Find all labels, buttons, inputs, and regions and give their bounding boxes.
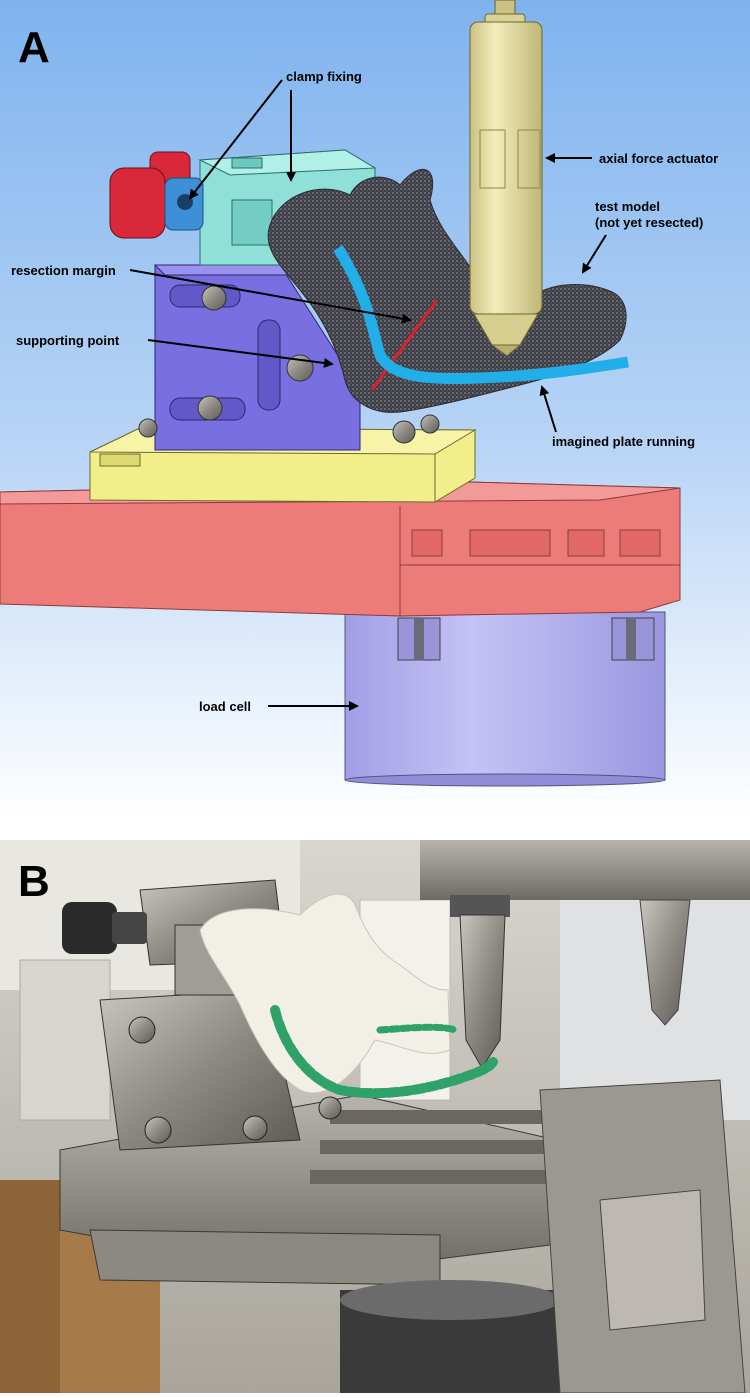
screw-head [197,395,223,421]
label-load-cell: load cell [199,699,251,714]
panel-b-photo [0,840,750,1394]
panel-divider [0,820,750,840]
label-resection-margin: resection margin [11,263,116,278]
imagined-plate-band [333,245,629,385]
label-test-model-line1: test model [595,199,660,214]
label-test-model-line2: (not yet resected) [595,215,703,230]
panel-letter-b: B [18,857,50,906]
panel-letter-a: A [18,23,50,72]
arrow-supporting-point [147,339,334,368]
arrow-resection-margin [129,269,412,324]
load-cell-body [344,611,666,787]
arrow-test-model [581,234,607,274]
table-plate [0,481,681,617]
label-clamp-fixing: clamp fixing [286,69,362,84]
support-block [138,264,440,451]
resection-margin-line [370,299,439,391]
label-supporting-point: supporting point [16,333,120,348]
panel-a: A clamp fixing axial force actuator test… [0,0,750,820]
clamp-knob [109,151,204,239]
axial-force-actuator [469,0,543,357]
label-axial-force-actuator: axial force actuator [599,151,718,166]
screw-head [201,285,227,311]
label-imagined-plate-running: imagined plate running [552,434,695,449]
arrow-clamp-fixing-1 [188,79,283,200]
arrow-imagined-plate-running [539,385,557,433]
test-model-mandible [267,168,627,413]
